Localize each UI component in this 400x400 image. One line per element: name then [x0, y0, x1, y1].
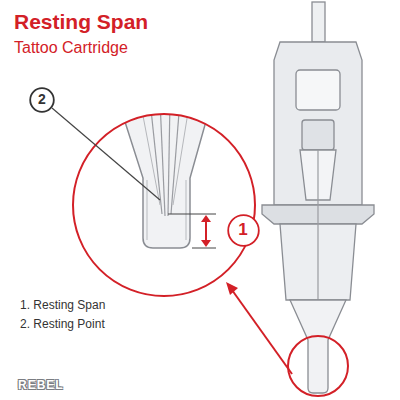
callout-number: 1 [238, 221, 247, 240]
logo-text: REBEL [18, 378, 64, 392]
subtitle: Tattoo Cartridge [14, 39, 128, 57]
key-entry: 2. Resting Point [20, 317, 105, 331]
callout-number: 2 [38, 92, 46, 107]
key-entry: 1. Resting Span [20, 298, 105, 312]
callout-circle: 2 [29, 87, 55, 113]
callout-circle: 1 [227, 214, 260, 247]
magnified-tip [118, 100, 212, 248]
cartridge-body [262, 2, 374, 393]
title: Resting Span [14, 10, 148, 34]
